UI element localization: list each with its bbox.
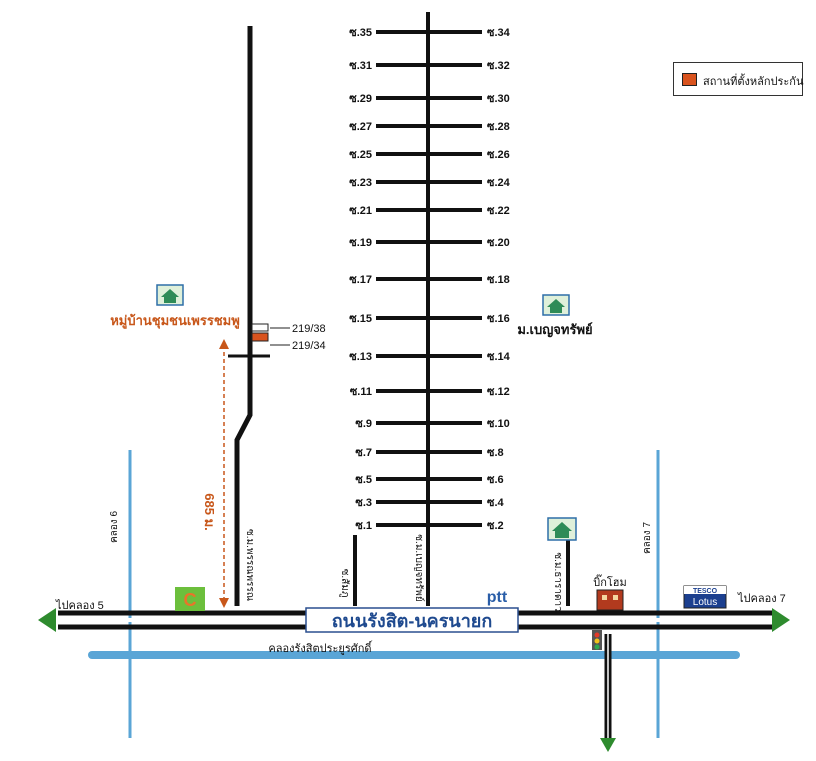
soi-label-right: ซ.8 — [487, 447, 504, 459]
soi-label-right: ซ.34 — [487, 27, 511, 39]
soi-label-right: ซ.24 — [487, 177, 511, 189]
legend-label: สถานที่ตั้งหลักประกัน — [703, 76, 804, 88]
soi-label-right: ซ.6 — [487, 474, 504, 486]
distance-label: 685 ม. — [202, 493, 217, 530]
left-soi-label: ซ.ม.พรรณพรรณ — [244, 529, 255, 601]
village-left-label: หมู่บ้านชุมชนเพรรชมพู — [110, 313, 240, 329]
svg-text:TESCO: TESCO — [693, 588, 718, 595]
soi-sumphu-label: ซ.สัมภู — [339, 569, 350, 598]
soi-label-right: ซ.30 — [487, 93, 510, 105]
bighome-label: บิ๊กโฮม — [593, 574, 627, 589]
bigc-landmark: C — [175, 587, 205, 611]
soi-label-left: ซ.27 — [349, 121, 372, 133]
canal-main-label: คลองรังสิตประยูรศักดิ์ — [268, 640, 373, 655]
arrow-left-icon — [38, 608, 56, 632]
svg-text:Lotus: Lotus — [693, 597, 717, 608]
soi-label-right: ซ.4 — [487, 497, 505, 509]
svg-text:C: C — [184, 590, 197, 610]
soi-label-left: ซ.3 — [355, 497, 372, 509]
main-soi: ซ.ม.เบญจทรัพย์ — [413, 12, 430, 606]
main-road-label: ถนนรังสิต-นครนายก — [332, 611, 493, 631]
left-soi: 219/38 219/34 ซ.ม.พรรณพรรณ — [228, 26, 326, 606]
soi-label-right: ซ.2 — [487, 520, 504, 532]
soi-label-left: ซ.9 — [355, 418, 372, 430]
canal-right-label: คลอง 7 — [642, 522, 653, 554]
soi-label-right: ซ.18 — [487, 274, 510, 286]
soi-label-right: ซ.26 — [487, 149, 510, 161]
soi-label-left: ซ.31 — [349, 60, 372, 72]
building-icon — [596, 589, 624, 611]
soi-label-right: ซ.20 — [487, 237, 510, 249]
direction-right: ไปคลอง 7 — [737, 592, 786, 605]
soi-label-left: ซ.23 — [349, 177, 372, 189]
soi-label-left: ซ.29 — [349, 93, 372, 105]
soi-label-left: ซ.17 — [349, 274, 372, 286]
soi-label-left: ซ.21 — [349, 205, 372, 217]
village-tharatrao — [547, 517, 577, 541]
property-number-1: 219/38 — [292, 323, 326, 335]
village-right-label: ม.เบญจทรัพย์ — [517, 322, 592, 338]
soi-label-right: ซ.12 — [487, 386, 510, 398]
soi-tharatrao-label: ซ.ม.ธาราดาว — [552, 552, 563, 611]
ptt-landmark: ptt — [487, 589, 508, 606]
soi-label-right: ซ.14 — [487, 351, 511, 363]
soi-left-labels: ซ.35 ซ.31 ซ.29 ซ.27 ซ.25 ซ.23 ซ.21 ซ.19 ซ.17 ซ.15… — [349, 27, 372, 532]
property-marker — [251, 332, 269, 342]
ptt-logo: ptt — [487, 589, 508, 606]
soi-label-left: ซ.25 — [349, 149, 372, 161]
soi-cross-streets — [376, 30, 482, 527]
soi-label-right: ซ.28 — [487, 121, 510, 133]
village-left: หมู่บ้านชุมชนเพรรชมพู — [110, 284, 240, 329]
canals — [88, 450, 740, 738]
tesco-lotus-landmark: TESCO Lotus — [683, 585, 727, 609]
bighome-landmark: บิ๊กโฮม — [593, 574, 627, 611]
direction-left: ไปคลอง 5 — [55, 599, 104, 612]
bigc-logo-icon — [175, 587, 205, 611]
arrow-right-icon — [772, 608, 790, 632]
property-number-2: 219/34 — [292, 340, 326, 352]
soi-label-left: ซ.7 — [355, 447, 372, 459]
soi-label-right: ซ.10 — [487, 418, 510, 430]
distance-indicator: 685 ม. — [202, 339, 229, 608]
soi-label-right: ซ.32 — [487, 60, 510, 72]
other-sois: ซ.สัมภู ซ.ม.ธาราดาว — [339, 535, 616, 752]
soi-label-left: ซ.35 — [349, 27, 372, 39]
soi-label-left: ซ.19 — [349, 237, 372, 249]
traffic-light — [592, 630, 602, 650]
legend-swatch — [682, 73, 697, 86]
main-road: ถนนรังสิต-นครนายก — [38, 607, 790, 633]
canal-left-label: คลอง 6 — [109, 511, 120, 543]
soi-label-left: ซ.13 — [349, 351, 372, 363]
soi-label-left: ซ.11 — [350, 386, 372, 398]
soi-label-left: ซ.5 — [355, 474, 372, 486]
soi-label-right: ซ.16 — [487, 313, 510, 325]
soi-label-left: ซ.15 — [349, 313, 372, 325]
soi-label-right: ซ.22 — [487, 205, 510, 217]
soi-label-left: ซ.1 — [355, 520, 372, 532]
village-right: ม.เบญจทรัพย์ — [517, 294, 593, 338]
arrow-down-icon — [600, 738, 616, 752]
legend: สถานที่ตั้งหลักประกัน — [673, 62, 803, 96]
main-soi-label: ซ.ม.เบญจทรัพย์ — [413, 534, 425, 602]
soi-right-labels: ซ.34 ซ.32 ซ.30 ซ.28 ซ.26 ซ.24 ซ.22 ซ.20 ซ.18 ซ.16… — [487, 27, 511, 532]
